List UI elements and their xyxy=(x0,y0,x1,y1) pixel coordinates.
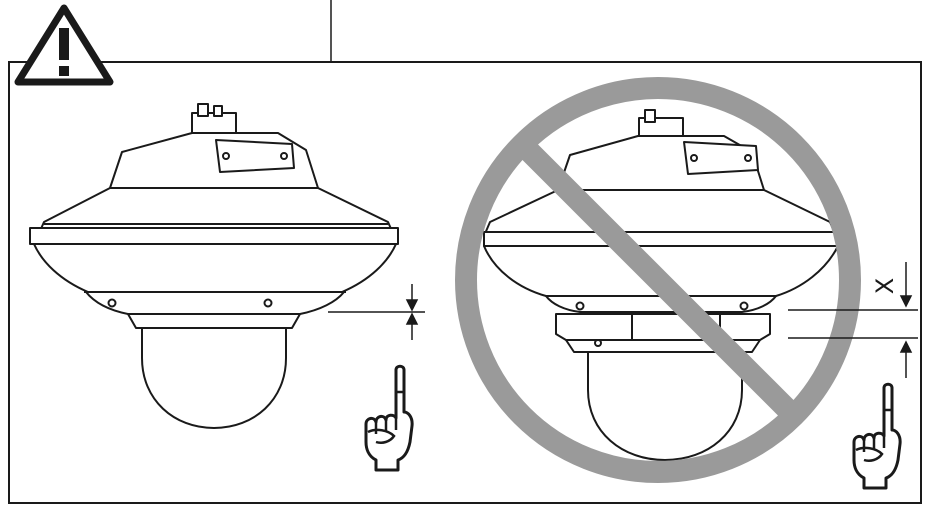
flush-gap-arrows xyxy=(328,284,425,340)
camera-incorrect-installation xyxy=(483,109,839,461)
index-finger-up-icon xyxy=(852,382,902,490)
figure-frame xyxy=(8,61,922,504)
warning-triangle-icon xyxy=(14,4,114,86)
prohibition-circle-icon xyxy=(455,77,861,483)
gap-dimension xyxy=(788,262,918,378)
gap-x-label: X xyxy=(871,278,899,294)
camera-correct-installation xyxy=(29,103,399,429)
index-finger-up-icon xyxy=(364,364,414,472)
